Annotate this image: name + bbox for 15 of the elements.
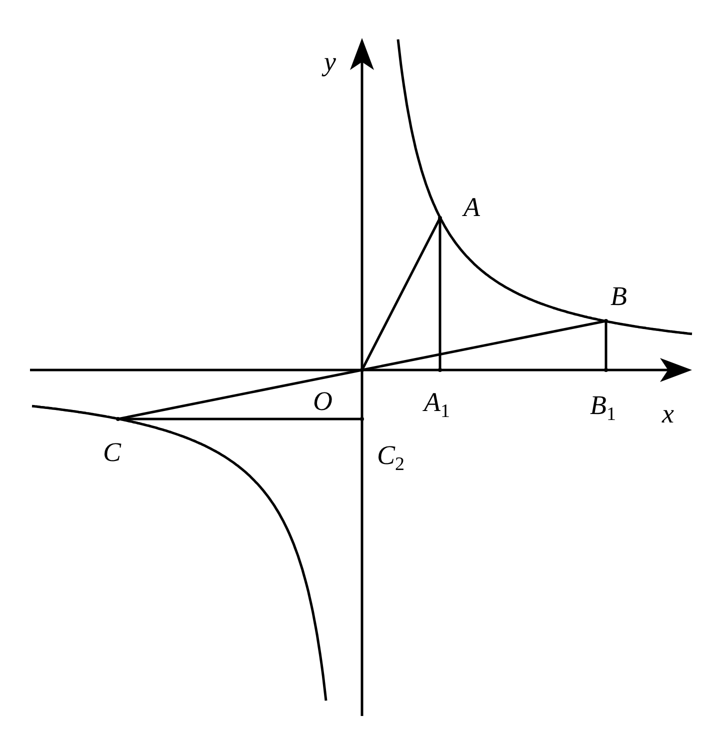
point-label: B: [604, 282, 628, 323]
line-segment: [362, 320, 606, 372]
point-label: O: [313, 368, 364, 414]
line-segment: [438, 218, 442, 370]
point-label: B$_{1}$: [590, 368, 616, 418]
axis-label: y: [324, 48, 336, 76]
line-segment: [360, 217, 442, 371]
point-label: C$_{2}$: [360, 417, 405, 468]
point-label: C: [103, 417, 121, 466]
line-segment: [604, 321, 608, 370]
line-segment: [118, 368, 362, 420]
point-label: A$_{1}$: [424, 368, 450, 416]
point-label: A: [438, 194, 480, 220]
axis-label: x: [662, 400, 674, 428]
line-segment: [118, 418, 362, 420]
